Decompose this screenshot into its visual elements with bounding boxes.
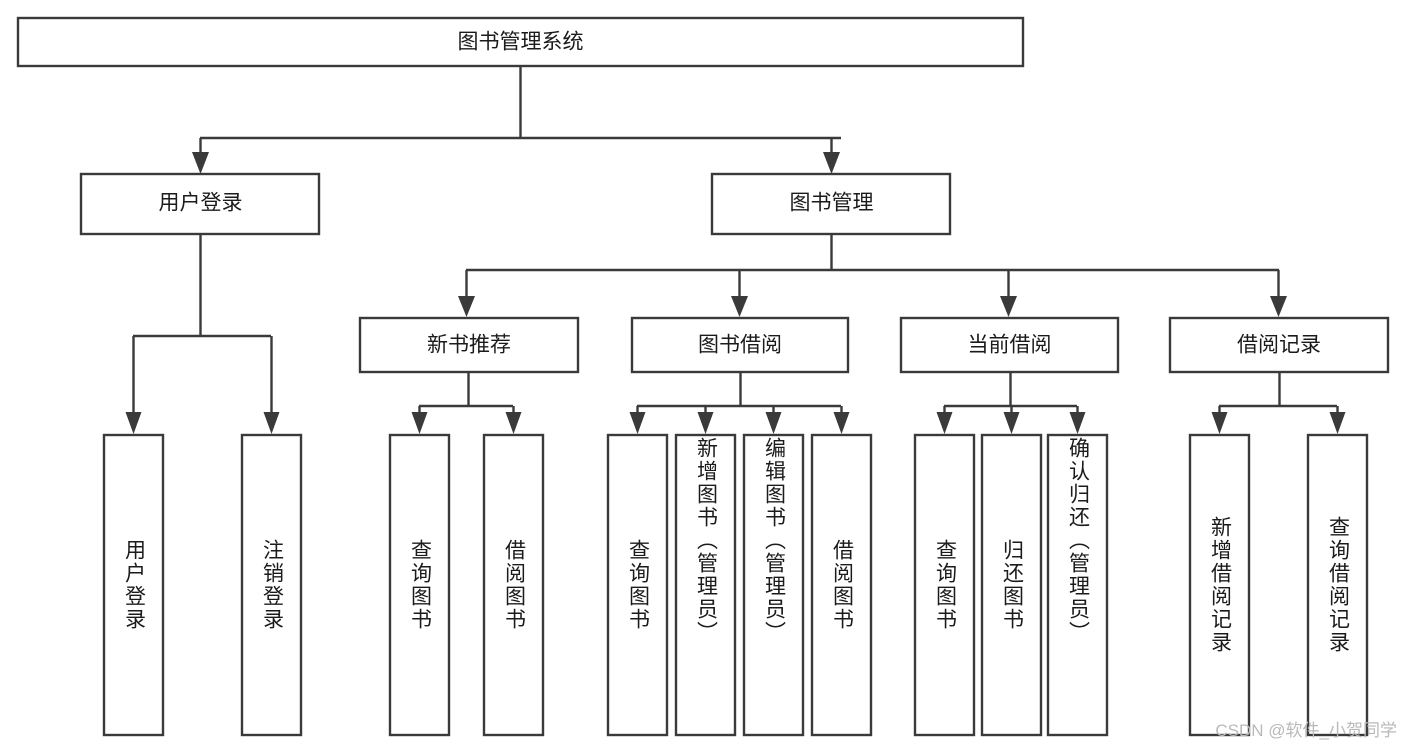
node-leaf-user-logout-box[interactable]	[240, 433, 303, 737]
arrowhead-leaf-return-book	[1003, 412, 1020, 434]
node-new-book-rec-box[interactable]	[358, 316, 580, 374]
node-leaf-query-book-rec-box[interactable]	[388, 433, 451, 737]
arrowhead-leaf-confirm-return-admin	[1069, 412, 1086, 434]
node-leaf-query-book-current-box[interactable]	[913, 433, 976, 737]
arrowhead-leaf-query-book-current	[936, 412, 953, 434]
node-borrow-record-box[interactable]	[1168, 316, 1390, 374]
node-leaf-query-borrow-record-box[interactable]	[1306, 433, 1369, 737]
arrowhead-current-borrow	[1000, 296, 1017, 317]
connector-layer	[125, 66, 1346, 434]
arrowhead-leaf-borrow-book	[833, 412, 850, 434]
node-root-label: 图书管理系统	[458, 31, 584, 54]
node-layer: 图书管理系统 用户登录 图书管理 新书推荐 图书借阅 当前借阅 借阅记录	[16, 16, 1390, 737]
arrowhead-book-manage	[823, 152, 840, 174]
node-leaf-add-book-admin-box[interactable]	[674, 433, 737, 737]
arrowhead-leaf-add-book-admin	[697, 412, 714, 434]
node-user-login-label: 用户登录	[159, 192, 243, 215]
node-user-login-box[interactable]	[79, 172, 321, 236]
arrowhead-borrow-record	[1270, 296, 1287, 317]
arrowhead-user-login	[192, 152, 209, 174]
node-leaf-add-borrow-record-box[interactable]	[1188, 433, 1251, 737]
arrowhead-book-borrow	[731, 296, 748, 317]
node-book-borrow-box[interactable]	[630, 316, 850, 374]
arrowhead-leaf-query-book-rec	[411, 412, 428, 434]
arrowhead-leaf-edit-book-admin	[765, 412, 782, 434]
arrowhead-leaf-query-book-borrow	[629, 412, 646, 434]
arrowhead-leaf-borrow-book-rec	[505, 412, 522, 434]
node-new-book-rec-label: 新书推荐	[427, 334, 511, 357]
arrowhead-new-book-rec	[458, 296, 475, 317]
node-leaf-query-book-borrow-box[interactable]	[606, 433, 669, 737]
node-leaf-return-book-box[interactable]	[980, 433, 1043, 737]
node-borrow-record-label: 借阅记录	[1237, 334, 1321, 357]
node-book-manage-label: 图书管理	[790, 192, 874, 215]
node-leaf-edit-book-admin-box[interactable]	[742, 433, 805, 737]
csdn-watermark: CSDN @软件_小贺同学	[1215, 721, 1397, 740]
node-leaf-confirm-return-admin-box[interactable]	[1046, 433, 1109, 737]
arrowhead-leaf-query-borrow-record	[1329, 412, 1346, 434]
node-root-box[interactable]	[16, 16, 1025, 68]
node-leaf-borrow-book-box[interactable]	[810, 433, 873, 737]
arrowhead-leaf-user-logout	[263, 412, 280, 434]
node-leaf-user-login-box[interactable]	[102, 433, 165, 737]
arrowhead-leaf-add-borrow-record	[1211, 412, 1228, 434]
node-current-borrow-label: 当前借阅	[968, 334, 1052, 357]
node-current-borrow-box[interactable]	[899, 316, 1120, 374]
node-book-borrow-label: 图书借阅	[698, 334, 782, 357]
arrowhead-leaf-user-login	[125, 412, 142, 434]
node-book-manage-box[interactable]	[710, 172, 952, 236]
node-leaf-borrow-book-rec-box[interactable]	[482, 433, 545, 737]
